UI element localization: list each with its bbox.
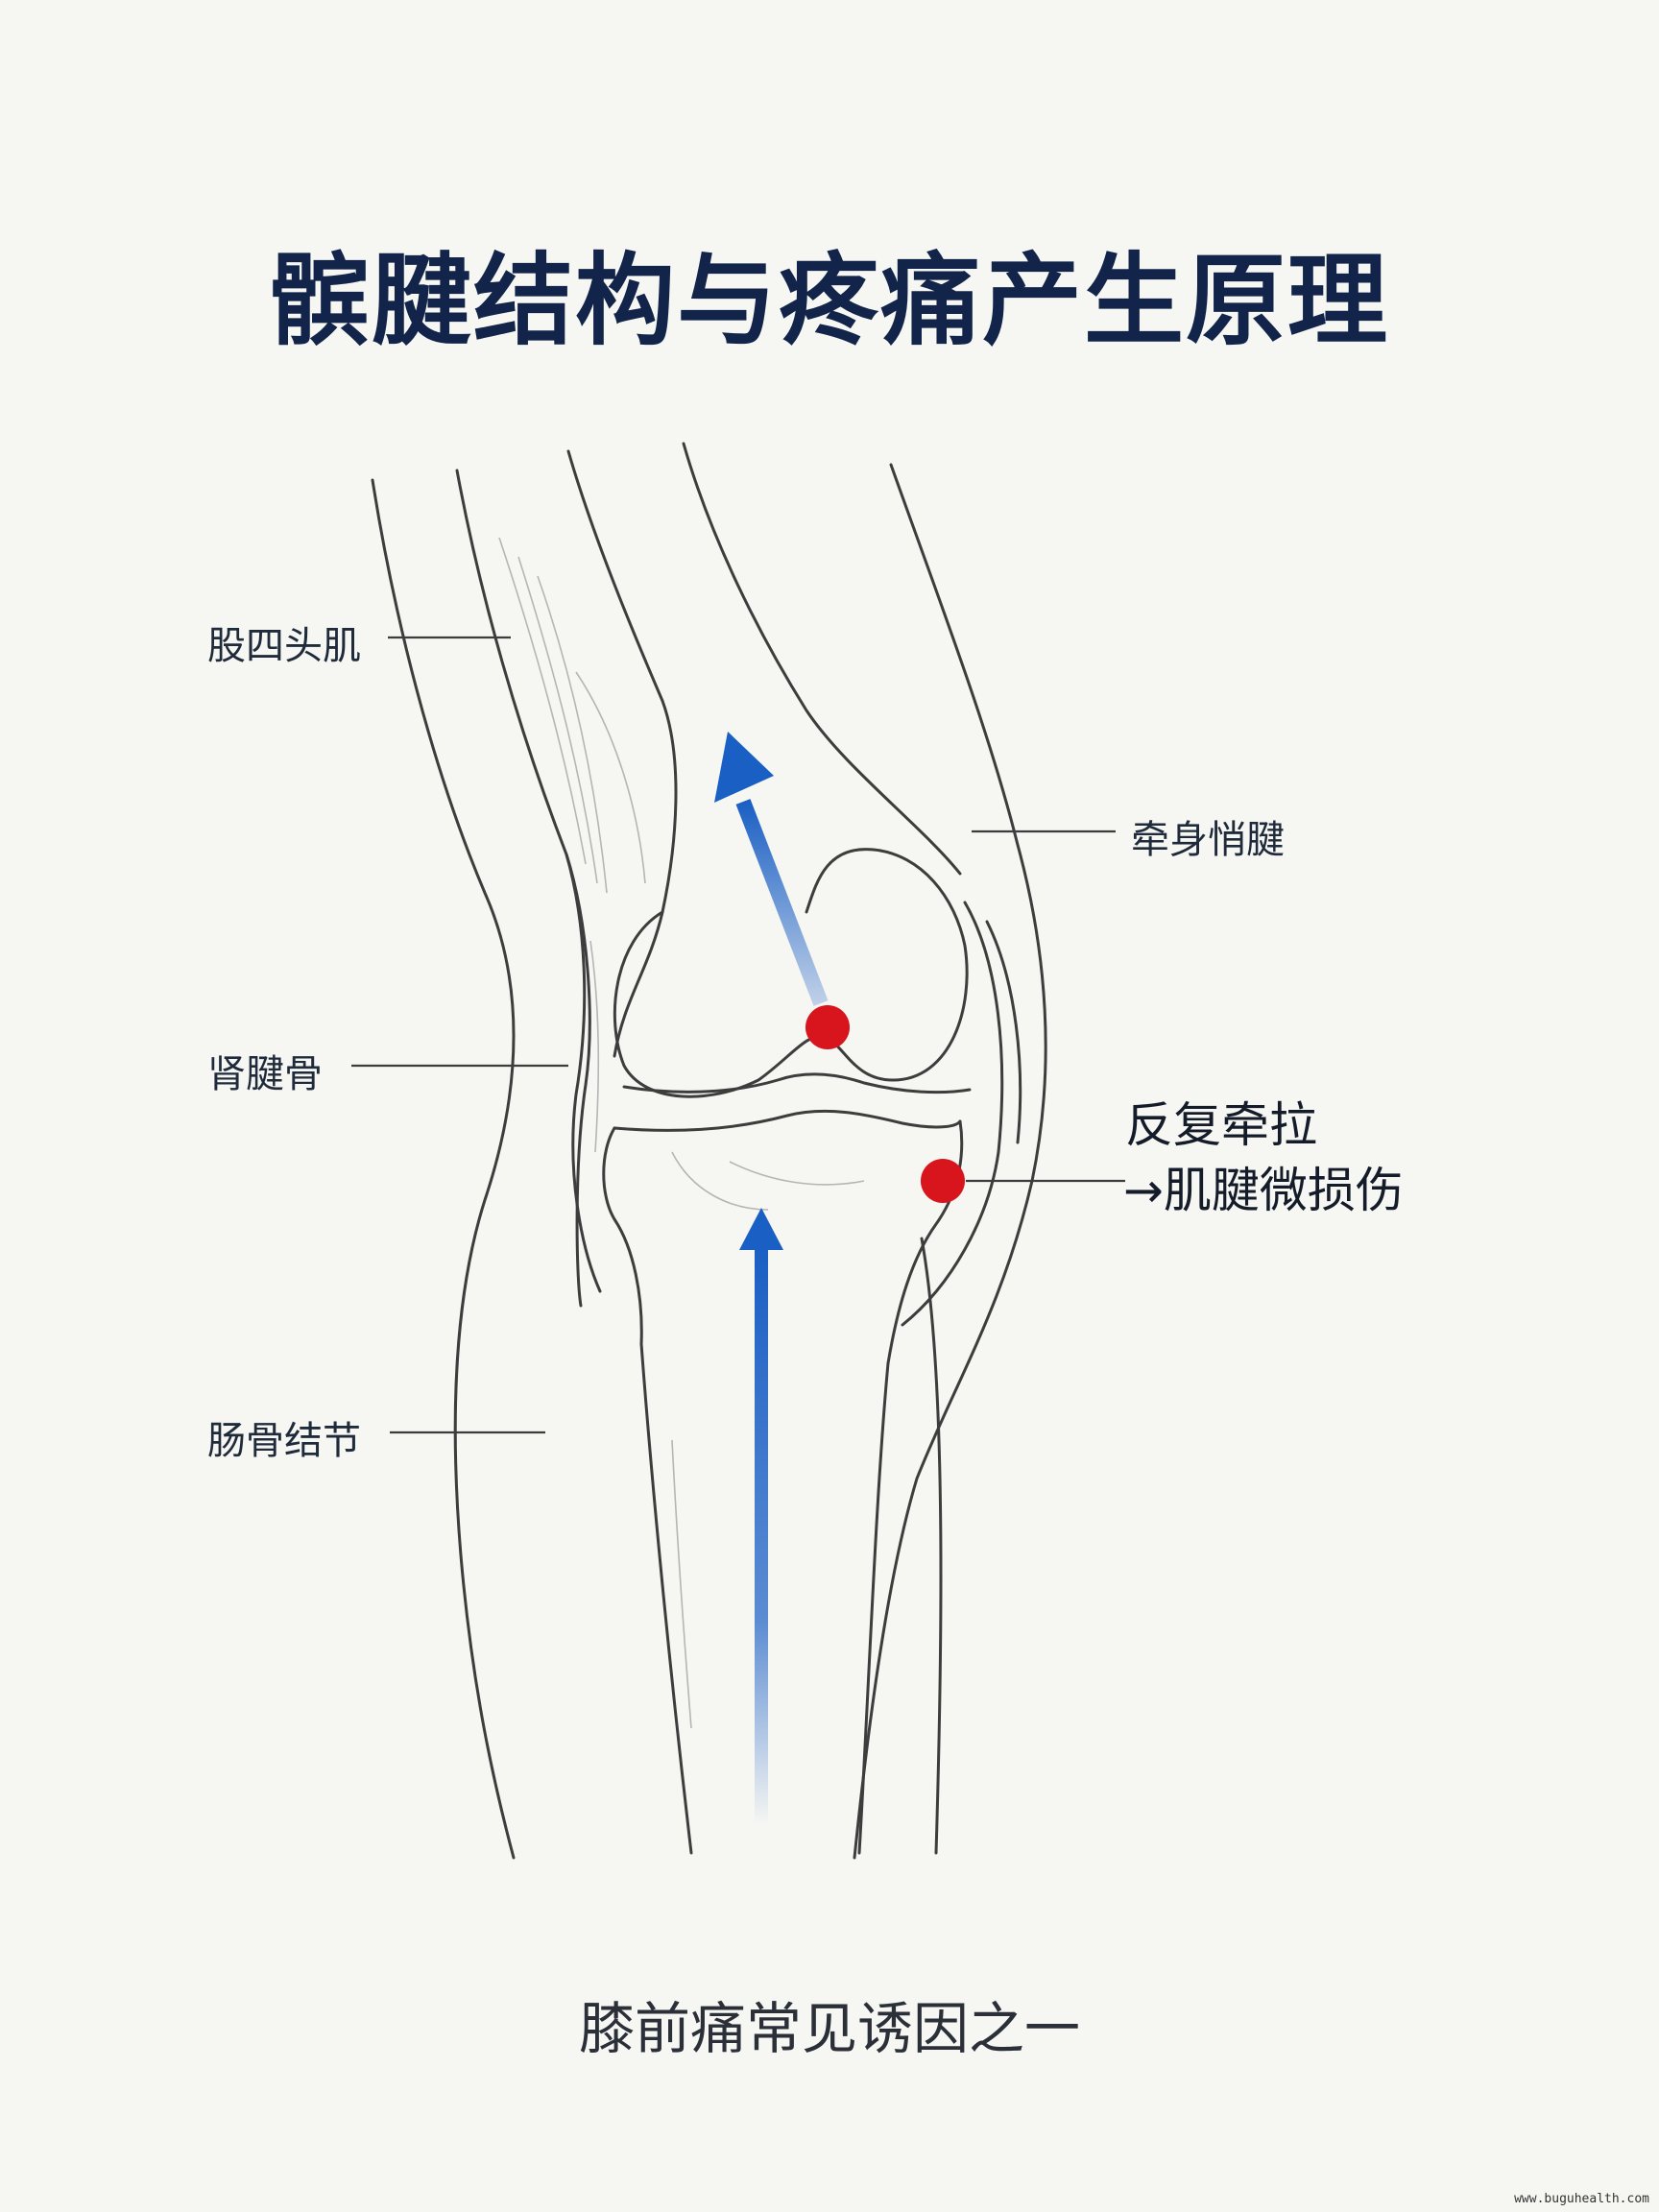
caption: 膝前痛常见诱因之一: [578, 1996, 1080, 2061]
upward-force-arrow-upper: [714, 732, 829, 1006]
annotation-tendon-microdamage: →肌腱微损伤: [1123, 1163, 1404, 1218]
muscle-fibers: [498, 537, 865, 1729]
label-patella: 肾腱骨: [207, 1052, 323, 1096]
annotation-repeated-pull: 反复牵拉: [1125, 1097, 1317, 1153]
leg-outline: [371, 442, 1047, 1860]
page-title: 髌腱结构与疼痛产生原理: [269, 242, 1389, 359]
upward-force-arrow-lower: [739, 1208, 783, 1824]
label-patellar-tendon: 牵身悄腱: [1131, 818, 1285, 862]
label-quadriceps: 股四头肌: [207, 624, 361, 668]
label-tibial-tuberosity: 肠骨结节: [207, 1419, 361, 1463]
pain-point-lower: [921, 1159, 965, 1203]
pain-point-upper: [805, 1005, 850, 1049]
leader-lines: [351, 636, 1125, 1434]
watermark: www.buguhealth.com: [1514, 2192, 1649, 2206]
